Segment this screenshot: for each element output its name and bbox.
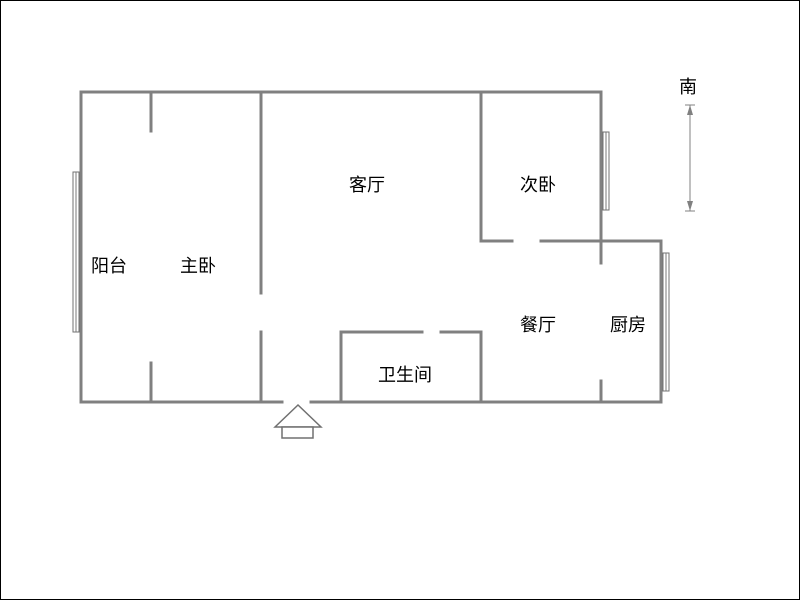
room-labels: 阳台 主卧 客厅 次卧 餐厅 厨房 卫生间 — [91, 175, 646, 386]
window-kitchen — [662, 252, 670, 392]
compass-arrow-bottom-icon — [687, 201, 693, 211]
room-label-living-room: 客厅 — [349, 175, 385, 196]
room-label-dining-room: 餐厅 — [520, 315, 556, 336]
room-label-balcony: 阳台 — [91, 256, 127, 277]
room-label-bathroom: 卫生间 — [378, 365, 432, 386]
walls — [79, 90, 663, 404]
entrance-arrow-icon — [273, 403, 323, 428]
window-balcony — [72, 171, 80, 333]
entrance — [273, 403, 323, 439]
north-south-arrow-icon — [687, 105, 693, 115]
compass-label: 南 — [679, 77, 697, 98]
compass: 南 — [679, 77, 697, 212]
room-label-kitchen: 厨房 — [610, 315, 646, 336]
window-second-bedroom — [602, 131, 610, 211]
room-label-second-bedroom: 次卧 — [520, 175, 556, 196]
entrance-step — [281, 426, 314, 439]
room-label-master-bedroom: 主卧 — [180, 256, 216, 277]
